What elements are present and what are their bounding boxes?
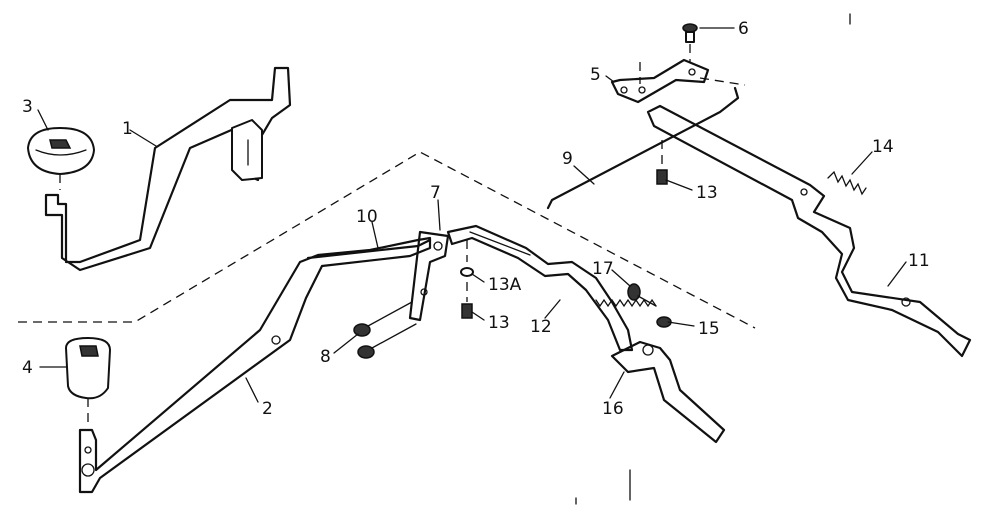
part-17-screw	[627, 283, 657, 307]
part-11-lever	[646, 104, 972, 358]
part-5-plate	[610, 58, 710, 104]
callout-12: 12	[530, 317, 552, 337]
callout-15: 15	[698, 319, 720, 339]
callout-8: 8	[320, 347, 331, 367]
callout-11: 11	[908, 251, 930, 271]
part-16-bracket	[610, 340, 726, 444]
part-8-screws	[353, 301, 417, 359]
callout-1: 1	[122, 119, 133, 139]
part-13-screw-right	[656, 140, 668, 185]
callout-6: 6	[738, 19, 749, 39]
part-1-lever	[44, 66, 292, 272]
callout-17: 17	[592, 259, 614, 279]
part-13A-nut	[460, 240, 474, 277]
callout-2: 2	[262, 399, 273, 419]
callout-5: 5	[590, 65, 601, 85]
dashed-guide-5-11	[699, 77, 746, 86]
part-13-screw-center	[461, 282, 473, 319]
callout-10: 10	[356, 207, 378, 227]
callout-13A: 13A	[488, 275, 522, 295]
callout-13-center: 13	[488, 313, 510, 333]
part-9-rod	[546, 86, 740, 210]
part-3-knob	[27, 127, 95, 190]
part-15-spring	[595, 298, 672, 328]
callout-14: 14	[872, 137, 894, 157]
part-7-bracket	[408, 230, 450, 322]
callout-7: 7	[430, 183, 441, 203]
part-2-long-lever	[78, 236, 432, 494]
part-6-screw	[682, 23, 698, 62]
callout-4: 4	[22, 358, 33, 378]
dashed-region-outline	[18, 151, 756, 329]
callout-16: 16	[602, 399, 624, 419]
leader-lines	[37, 27, 907, 403]
callout-9: 9	[562, 149, 573, 169]
callout-3: 3	[22, 97, 33, 117]
part-4-cap	[65, 337, 111, 428]
callout-13-right: 13	[696, 183, 718, 203]
part-14-spring	[827, 170, 867, 196]
